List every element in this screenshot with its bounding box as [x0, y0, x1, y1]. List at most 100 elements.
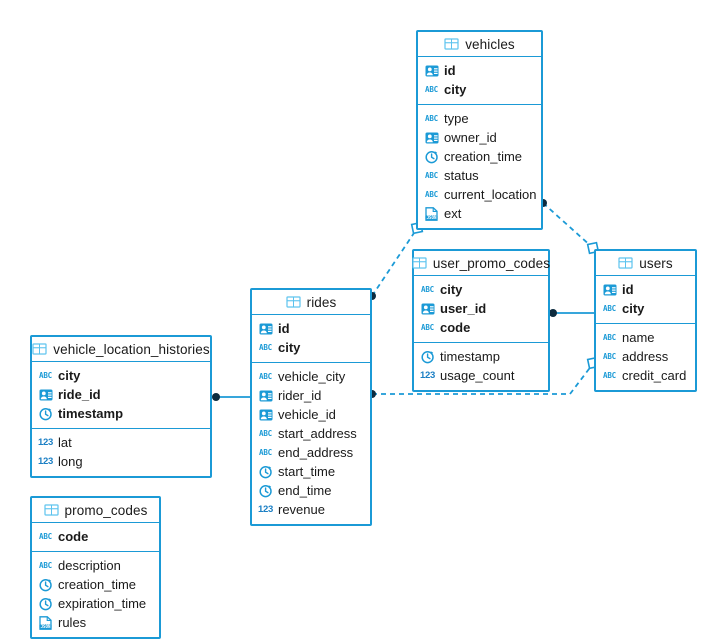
- column-row[interactable]: vehicle_id: [252, 405, 370, 424]
- table-title: promo_codes: [64, 502, 148, 518]
- column-name: start_time: [278, 464, 336, 479]
- column-row[interactable]: start_time: [252, 462, 370, 481]
- table-header[interactable]: promo_codes: [32, 498, 159, 523]
- key-id-icon: [424, 64, 439, 78]
- key-id-icon: [420, 302, 435, 316]
- column-name: revenue: [278, 502, 325, 517]
- column-name: current_location: [444, 187, 537, 202]
- column-row[interactable]: id: [418, 61, 541, 80]
- column-name: name: [622, 330, 655, 345]
- abc-text-icon: ABC: [603, 351, 616, 361]
- clock-icon: [258, 465, 273, 479]
- clock-icon: [38, 597, 53, 611]
- column-name: id: [278, 321, 290, 336]
- key-id-icon: [258, 389, 273, 403]
- table-grid-icon: [32, 342, 47, 356]
- table-title: vehicles: [465, 36, 515, 52]
- column-name: timestamp: [58, 406, 124, 421]
- column-row[interactable]: ABC address: [596, 347, 695, 366]
- column-row[interactable]: id: [596, 280, 695, 299]
- column-row[interactable]: end_time: [252, 481, 370, 500]
- column-row[interactable]: creation_time: [418, 147, 541, 166]
- column-row[interactable]: timestamp: [414, 347, 548, 366]
- table-title: rides: [306, 294, 337, 310]
- abc-text-icon: ABC: [421, 322, 434, 332]
- column-row[interactable]: timestamp: [32, 404, 210, 423]
- abc-text-icon: ABC: [259, 447, 272, 457]
- column-name: id: [444, 63, 456, 78]
- abc-text-icon: ABC: [603, 370, 616, 380]
- key-id-icon: [38, 388, 53, 402]
- abc-text-icon: ABC: [425, 113, 438, 123]
- column-row[interactable]: rider_id: [252, 386, 370, 405]
- table-header[interactable]: vehicle_location_histories: [32, 337, 210, 362]
- column-name: rules: [58, 615, 87, 630]
- column-row[interactable]: ride_id: [32, 385, 210, 404]
- clock-icon: [38, 578, 53, 592]
- table-grid-icon: [286, 295, 301, 309]
- abc-text-icon: ABC: [39, 370, 52, 380]
- primary-key-section: ABC city ride_id timestamp: [32, 362, 210, 429]
- column-row[interactable]: creation_time: [32, 575, 159, 594]
- relationship-rel-vehicles-users[interactable]: [539, 199, 600, 255]
- relationship-rel-vlh-rides[interactable]: [212, 393, 250, 401]
- column-row[interactable]: id: [252, 319, 370, 338]
- table-grid-icon: [618, 256, 633, 270]
- clock-icon: [258, 484, 273, 498]
- column-row[interactable]: ABC code: [414, 318, 548, 337]
- column-name: code: [440, 320, 471, 335]
- column-row[interactable]: expiration_time: [32, 594, 159, 613]
- column-row[interactable]: user_id: [414, 299, 548, 318]
- table-header[interactable]: rides: [252, 290, 370, 315]
- abc-text-icon: ABC: [39, 531, 52, 541]
- column-row[interactable]: ABC city: [32, 366, 210, 385]
- number-icon: 123: [38, 436, 53, 448]
- column-name: city: [622, 301, 645, 316]
- column-name: address: [622, 349, 669, 364]
- table-title: vehicle_location_histories: [53, 341, 210, 357]
- clock-icon: [38, 407, 53, 421]
- table-header[interactable]: user_promo_codes: [412, 251, 550, 276]
- number-icon: 123: [38, 455, 53, 467]
- table-header[interactable]: vehicles: [418, 32, 541, 57]
- table-header[interactable]: users: [596, 251, 695, 276]
- column-name: owner_id: [444, 130, 497, 145]
- column-name: expiration_time: [58, 596, 147, 611]
- abc-text-icon: ABC: [425, 189, 438, 199]
- column-row[interactable]: owner_id: [418, 128, 541, 147]
- relationship-rel-upc-users[interactable]: [549, 309, 594, 317]
- column-name: city: [58, 368, 81, 383]
- column-row[interactable]: ABC current_location: [418, 185, 541, 204]
